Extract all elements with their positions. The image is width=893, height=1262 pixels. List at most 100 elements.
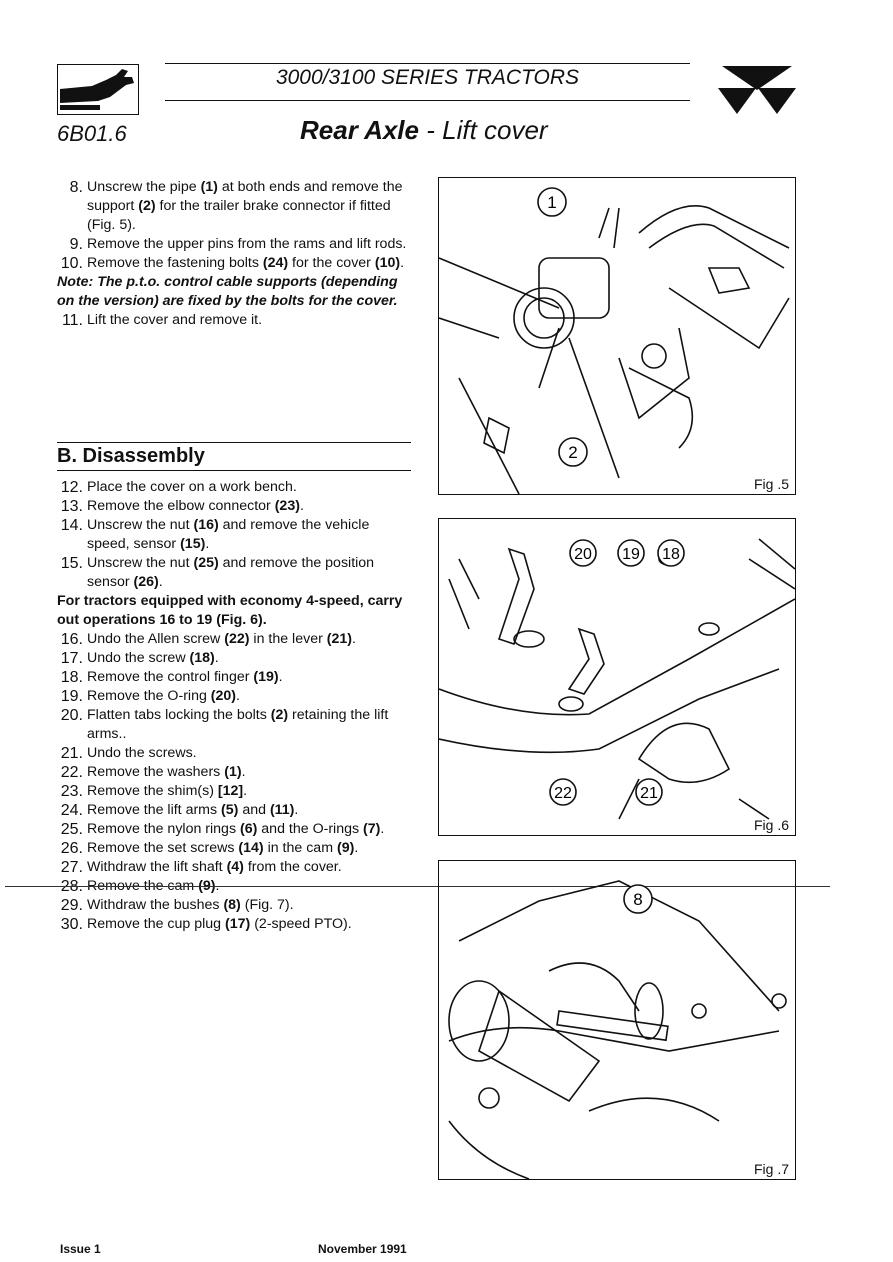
- step-number: 17.: [60, 650, 83, 667]
- step-text: Undo the Allen screw (22) in the lever (…: [87, 631, 356, 647]
- step-item: 9.Remove the upper pins from the rams an…: [57, 235, 413, 254]
- step-number: 12.: [60, 479, 83, 496]
- page-code: 6B01.6: [57, 121, 127, 146]
- step-number: 16.: [60, 631, 83, 648]
- step-item: For tractors equipped with economy 4-spe…: [57, 592, 413, 630]
- fig5-drawing: 1 2: [438, 187, 790, 495]
- step-number: 29.: [60, 897, 83, 914]
- fig5-callout-1: 1: [537, 187, 567, 217]
- svg-text:8: 8: [633, 890, 642, 909]
- step-item: 22.Remove the washers (1).: [57, 763, 413, 782]
- step-text: Remove the nylon rings (6) and the O-rin…: [87, 821, 385, 837]
- fig7-callout-8: 8: [623, 884, 653, 914]
- svg-text:2: 2: [568, 443, 577, 462]
- step-text: For tractors equipped with economy 4-spe…: [57, 593, 403, 628]
- step-number: 8.: [69, 179, 83, 196]
- step-text: Undo the screw (18).: [87, 650, 219, 666]
- step-item: 8.Unscrew the pipe (1) at both ends and …: [57, 178, 413, 235]
- section-b-heading: B. Disassembly: [57, 442, 411, 471]
- step-text: Remove the O-ring (20).: [87, 688, 240, 704]
- manual-logo: [57, 64, 139, 115]
- step-text: Unscrew the nut (16) and remove the vehi…: [87, 517, 370, 552]
- step-text: Remove the shim(s) [12].: [87, 783, 248, 799]
- step-item: 30.Remove the cup plug (17) (2-speed PTO…: [57, 915, 413, 934]
- step-text: Remove the washers (1).: [87, 764, 246, 780]
- title-bold: Rear Axle: [300, 115, 419, 145]
- step-number: 30.: [60, 916, 83, 933]
- step-item: 21.Undo the screws.: [57, 744, 413, 763]
- fig7-label: Fig .7: [753, 1161, 789, 1177]
- step-item: 15.Unscrew the nut (25) and remove the p…: [57, 554, 413, 592]
- fig6-callout-19: 19: [617, 539, 645, 567]
- step-text: Remove the set screws (14) in the cam (9…: [87, 840, 359, 856]
- step-item: 23.Remove the shim(s) [12].: [57, 782, 413, 801]
- step-item: 26.Remove the set screws (14) in the cam…: [57, 839, 413, 858]
- step-item: 25.Remove the nylon rings (6) and the O-…: [57, 820, 413, 839]
- title-rest: - Lift cover: [419, 115, 548, 145]
- svg-text:1: 1: [547, 193, 556, 212]
- page-title: Rear Axle - Lift cover: [300, 115, 548, 146]
- step-text: Flatten tabs locking the bolts (2) retai…: [87, 707, 389, 742]
- brand-triangles-logo: [716, 60, 798, 121]
- footer-issue: Issue 1: [60, 1242, 101, 1256]
- fig6-drawing: 20 19 18 22 21: [438, 538, 796, 820]
- step-text: Lift the cover and remove it.: [87, 312, 263, 328]
- step-number: 20.: [60, 707, 83, 724]
- step-number: 24.: [60, 802, 83, 819]
- step-item: 10.Remove the fastening bolts (24) for t…: [57, 254, 413, 273]
- step-item: Note: The p.t.o. control cable supports …: [57, 273, 413, 311]
- svg-text:19: 19: [622, 546, 640, 563]
- step-item: 20.Flatten tabs locking the bolts (2) re…: [57, 706, 413, 744]
- step-number: 13.: [60, 498, 83, 515]
- step-item: 13.Remove the elbow connector (23).: [57, 497, 413, 516]
- svg-text:22: 22: [554, 785, 572, 802]
- step-number: 19.: [60, 688, 83, 705]
- step-number: 14.: [60, 517, 83, 534]
- step-item: 27.Withdraw the lift shaft (4) from the …: [57, 858, 413, 877]
- step-number: 11.: [61, 312, 83, 329]
- fig5-callout-2: 2: [558, 437, 588, 467]
- step-item: 16.Undo the Allen screw (22) in the leve…: [57, 630, 413, 649]
- figure-5: 1 2 Fig .5: [438, 177, 796, 495]
- svg-text:21: 21: [640, 785, 658, 802]
- horizontal-strike-line: [5, 886, 830, 887]
- header-rule-top: [165, 63, 690, 64]
- step-text: Remove the control finger (19).: [87, 669, 283, 685]
- step-item: 19.Remove the O-ring (20).: [57, 687, 413, 706]
- step-text: Withdraw the bushes (8) (Fig. 7).: [87, 897, 294, 913]
- fig6-callout-21: 21: [635, 778, 663, 806]
- step-item: 29.Withdraw the bushes (8) (Fig. 7).: [57, 896, 413, 915]
- fig7-drawing: 8: [448, 880, 787, 1180]
- step-text: Place the cover on a work bench.: [87, 479, 297, 495]
- step-number: 10.: [60, 255, 83, 272]
- fig6-callout-18: 18: [657, 539, 685, 567]
- step-text: Undo the screws.: [87, 745, 197, 761]
- svg-text:20: 20: [574, 546, 592, 563]
- svg-text:18: 18: [662, 546, 680, 563]
- step-text: Remove the cup plug (17) (2-speed PTO).: [87, 916, 352, 932]
- step-text: Withdraw the lift shaft (4) from the cov…: [87, 859, 342, 875]
- step-text: Unscrew the nut (25) and remove the posi…: [87, 555, 375, 590]
- step-item: 18.Remove the control finger (19).: [57, 668, 413, 687]
- step-number: 15.: [60, 555, 83, 572]
- header-rule-bottom: [165, 100, 690, 101]
- disassembly-steps-list: 12.Place the cover on a work bench.13.Re…: [57, 478, 413, 934]
- step-number: 23.: [60, 783, 83, 800]
- step-text: Note: The p.t.o. control cable supports …: [57, 274, 398, 309]
- step-item: 12.Place the cover on a work bench.: [57, 478, 413, 497]
- step-number: 21.: [60, 745, 83, 762]
- step-text: Remove the fastening bolts (24) for the …: [87, 255, 405, 271]
- figure-7: 8 Fig .7: [438, 860, 796, 1180]
- removal-steps-list: 8.Unscrew the pipe (1) at both ends and …: [57, 178, 413, 330]
- hand-wrench-icon: [60, 69, 134, 110]
- step-item: 17.Undo the screw (18).: [57, 649, 413, 668]
- fig5-label: Fig .5: [753, 476, 789, 492]
- step-number: 22.: [60, 764, 83, 781]
- step-number: 18.: [60, 669, 83, 686]
- step-number: 27.: [60, 859, 83, 876]
- step-item: 24.Remove the lift arms (5) and (11).: [57, 801, 413, 820]
- step-number: 9.: [69, 236, 83, 253]
- step-number: 25.: [60, 821, 83, 838]
- fig6-callout-22: 22: [549, 778, 577, 806]
- footer-date: November 1991: [318, 1242, 407, 1256]
